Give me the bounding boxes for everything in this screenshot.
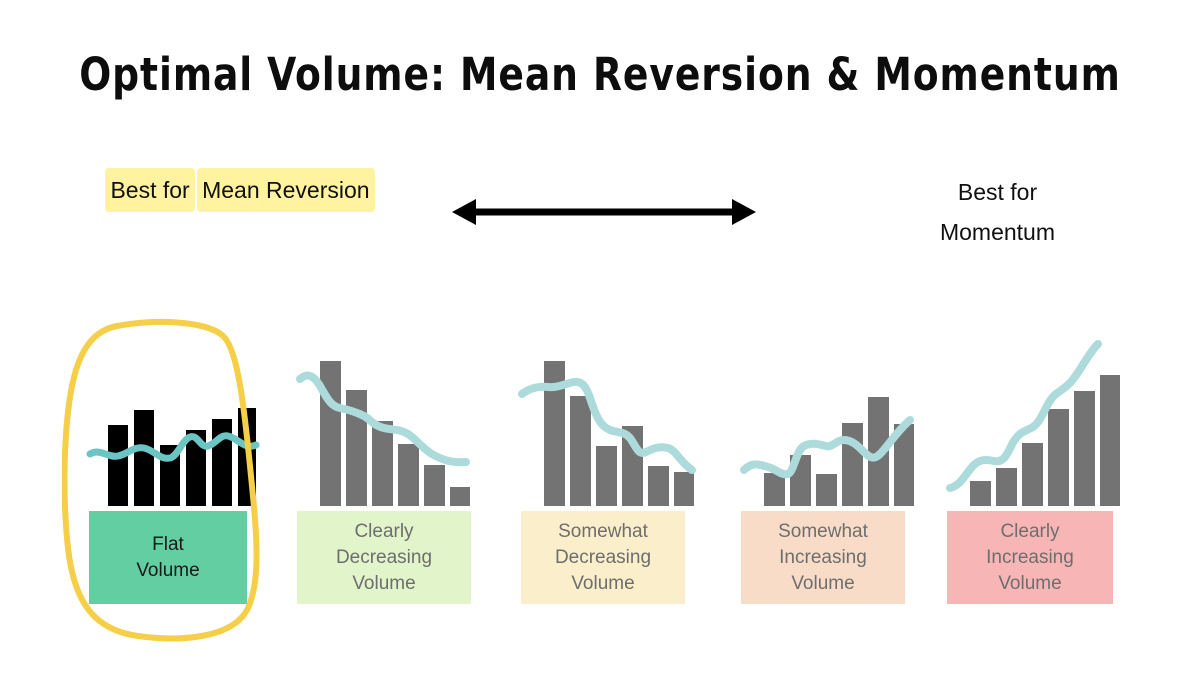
- volume-panel-somewhat-increasing[interactable]: Somewhat Increasing Volume: [740, 330, 915, 610]
- label-line: Somewhat: [558, 520, 648, 542]
- caption-line: Best for: [107, 170, 193, 210]
- label-line: Clearly: [1000, 520, 1060, 542]
- volume-label-box: Somewhat Increasing Volume: [741, 511, 905, 604]
- volume-chart-clearly-decreasing: [296, 330, 471, 511]
- bars: [764, 397, 914, 506]
- label-line: Clearly: [354, 520, 414, 542]
- page-title: Optimal Volume: Mean Reversion & Momentu…: [79, 48, 1121, 101]
- trend-line: [296, 371, 470, 467]
- label-line: Volume: [136, 559, 200, 581]
- label-line: Volume: [352, 572, 416, 594]
- volume-chart-somewhat-increasing: [740, 330, 915, 511]
- bars: [544, 361, 694, 506]
- label-line: Flat: [152, 533, 184, 555]
- volume-chart-somewhat-decreasing: [518, 330, 696, 511]
- caption-line: Best for: [957, 179, 1038, 205]
- trend-line: [946, 340, 1102, 492]
- bars: [320, 361, 470, 506]
- label-line: Decreasing: [335, 546, 433, 568]
- volume-panel-somewhat-decreasing[interactable]: Somewhat Decreasing Volume: [518, 330, 696, 610]
- volume-panel-flat[interactable]: Flat Volume: [86, 330, 261, 610]
- label-line: Volume: [791, 572, 855, 594]
- label-line: Volume: [998, 572, 1062, 594]
- volume-label-box: Clearly Decreasing Volume: [297, 511, 471, 604]
- caption-best-for-mean-reversion: Best for Mean Reversion: [80, 170, 400, 210]
- caption-line: Momentum: [939, 219, 1056, 245]
- volume-label-box: Somewhat Decreasing Volume: [521, 511, 685, 604]
- trend-line: [740, 416, 914, 479]
- spectrum-arrow: [448, 190, 760, 234]
- volume-panel-clearly-decreasing[interactable]: Clearly Decreasing Volume: [296, 330, 471, 610]
- volume-panel-clearly-increasing[interactable]: Clearly Increasing Volume: [946, 330, 1121, 610]
- label-line: Somewhat: [778, 520, 868, 542]
- volume-chart-flat: [86, 330, 261, 511]
- label-line: Decreasing: [554, 546, 652, 568]
- caption-best-for-momentum: Best for Momentum: [880, 172, 1115, 252]
- label-line: Increasing: [986, 546, 1074, 568]
- double-headed-arrow-icon: [452, 199, 756, 225]
- label-line: Increasing: [779, 546, 867, 568]
- caption-line: Mean Reversion: [199, 170, 373, 210]
- label-line: Volume: [571, 572, 635, 594]
- bars: [970, 375, 1120, 506]
- bars: [108, 408, 256, 506]
- trend-line: [518, 377, 696, 474]
- volume-label-box: Clearly Increasing Volume: [947, 511, 1113, 604]
- volume-chart-clearly-increasing: [946, 330, 1121, 511]
- volume-label-box: Flat Volume: [89, 511, 247, 604]
